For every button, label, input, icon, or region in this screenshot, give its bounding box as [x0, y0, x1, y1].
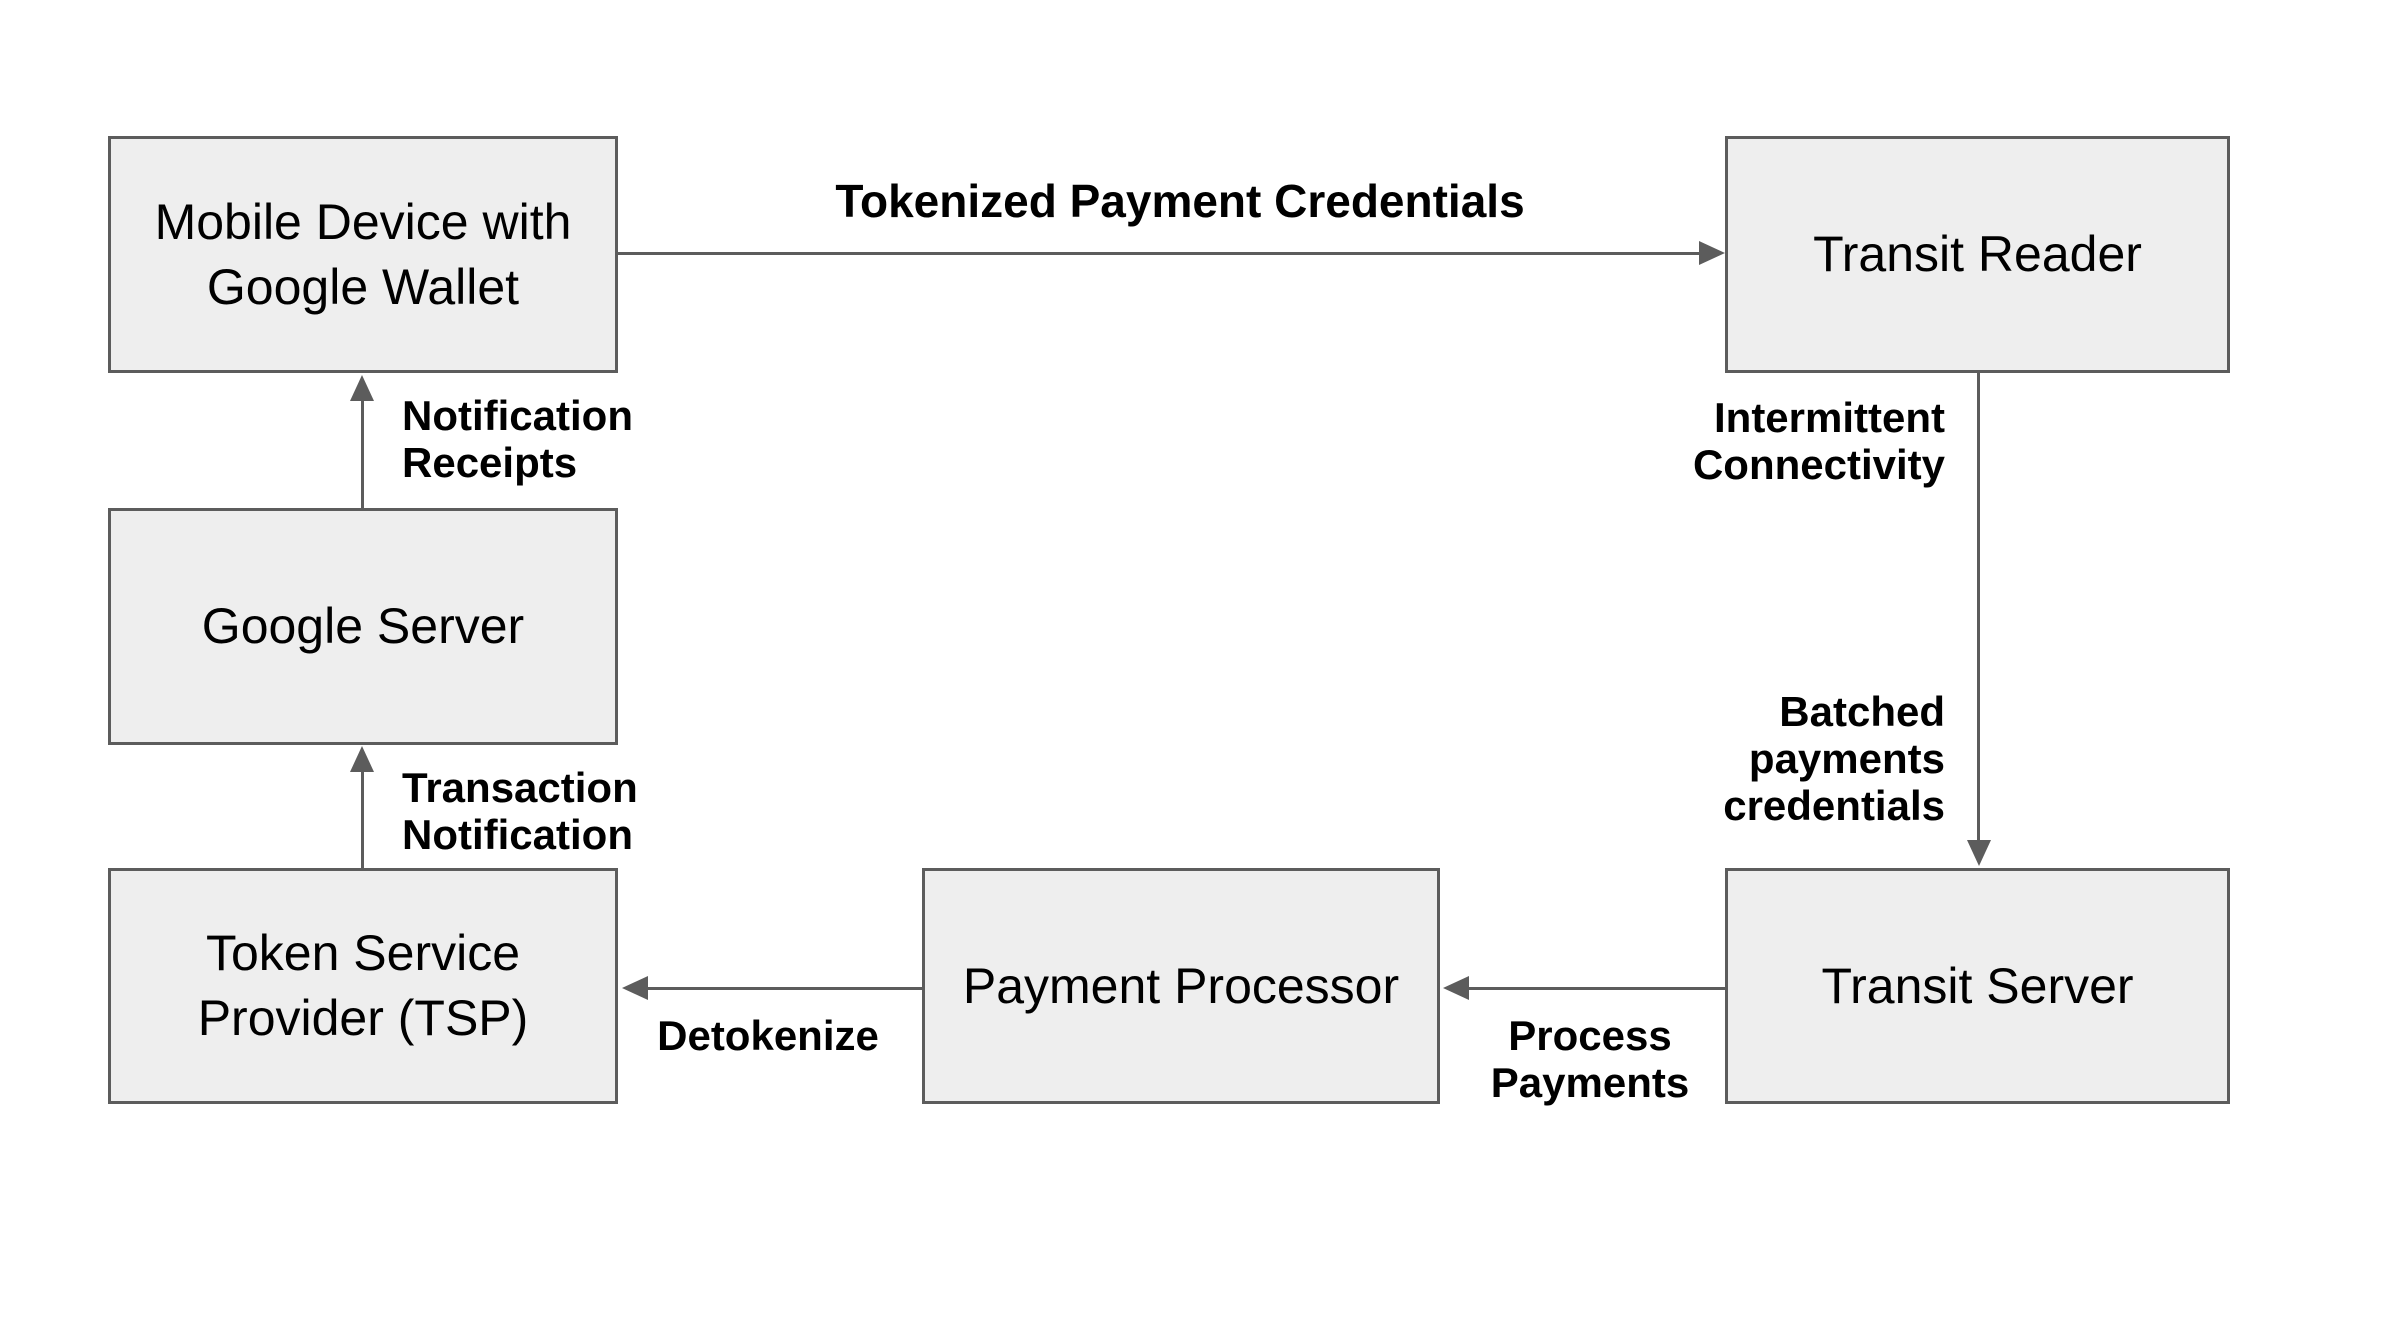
edge-label-tokenized-payment-credentials: Tokenized Payment Credentials	[835, 175, 1525, 227]
edge-label-notification-receipts: Notification Receipts	[402, 392, 633, 487]
arrowhead-left-icon	[622, 976, 648, 1000]
arrowhead-left-icon	[1443, 976, 1469, 1000]
arrow-google-server-to-mobile	[361, 399, 364, 508]
arrowhead-down-icon	[1967, 840, 1991, 866]
node-payment-processor: Payment Processor	[922, 868, 1440, 1104]
arrow-payment-processor-to-tsp	[646, 987, 922, 990]
edge-label-transaction-notification: Transaction Notification	[402, 764, 638, 859]
arrow-tsp-to-google-server	[361, 770, 364, 868]
arrow-transit-server-to-payment-processor	[1467, 987, 1725, 990]
node-transit-reader: Transit Reader	[1725, 136, 2230, 373]
node-token-service-provider: Token Service Provider (TSP)	[108, 868, 618, 1104]
edge-label-detokenize: Detokenize	[657, 1012, 879, 1059]
arrow-tokenized-payment-credentials	[618, 252, 1701, 255]
arrowhead-up-icon	[350, 375, 374, 401]
edge-label-process-payments: Process Payments	[1490, 1012, 1690, 1107]
node-transit-server: Transit Server	[1725, 868, 2230, 1104]
arrowhead-up-icon	[350, 746, 374, 772]
arrowhead-right-icon	[1699, 241, 1725, 265]
edge-label-intermittent-connectivity: Intermittent Connectivity	[1692, 394, 1945, 489]
arrow-reader-to-transit-server	[1977, 373, 1980, 842]
node-google-server: Google Server	[108, 508, 618, 745]
edge-label-batched-payments-credentials: Batched payments credentials	[1723, 688, 1945, 830]
node-mobile-device-google-wallet: Mobile Device with Google Wallet	[108, 136, 618, 373]
